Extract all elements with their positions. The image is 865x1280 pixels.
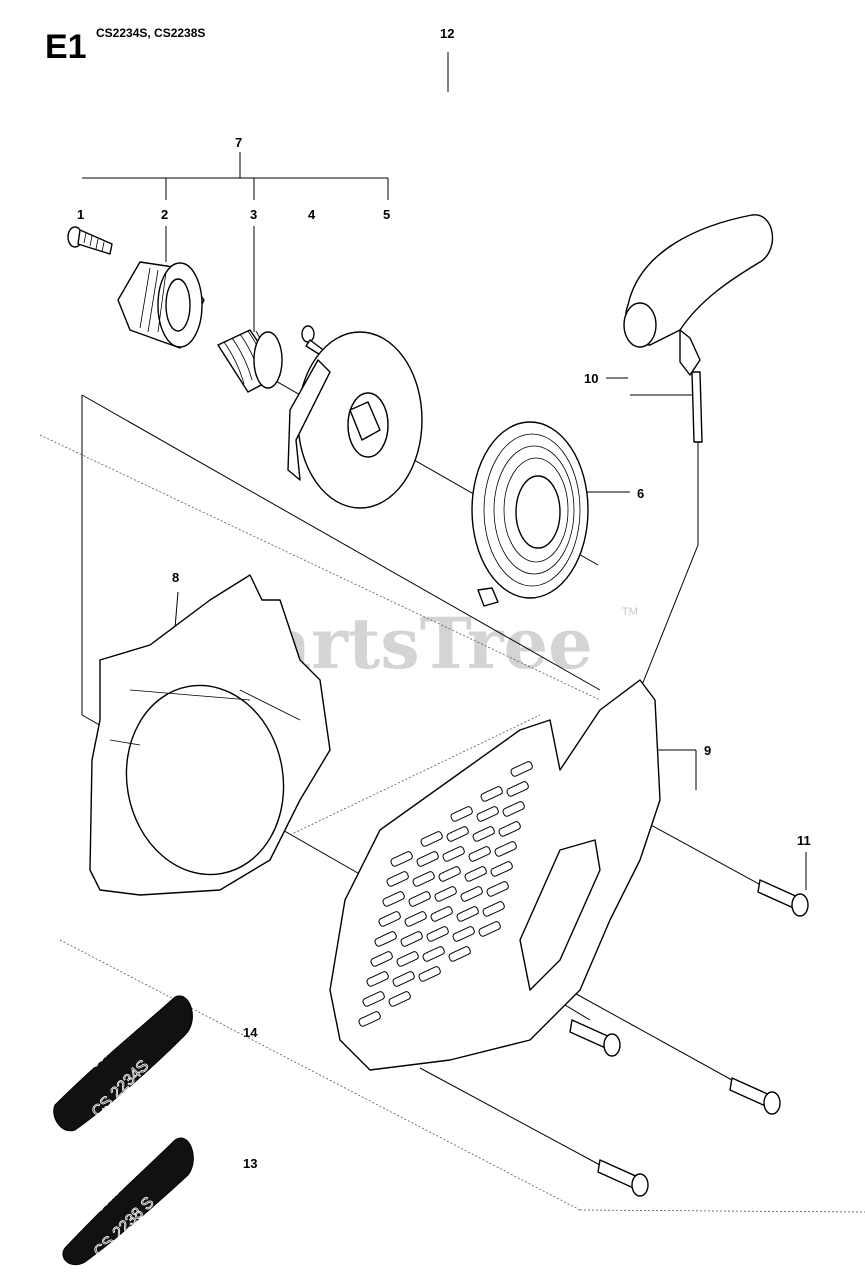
vent-slot bbox=[472, 826, 495, 842]
vent-slot bbox=[396, 951, 419, 967]
watermark-trademark: TM bbox=[622, 606, 638, 618]
vent-slot bbox=[416, 851, 439, 867]
callout-6: 6 bbox=[637, 486, 644, 501]
part-10-handle bbox=[623, 214, 774, 443]
part-11-screw-2 bbox=[569, 1019, 621, 1057]
vent-slot bbox=[476, 806, 499, 822]
callout-7: 7 bbox=[235, 135, 242, 150]
decal-14: Jonsered CS 2234S bbox=[53, 995, 193, 1132]
vent-slot bbox=[390, 851, 413, 867]
part-2-carrier bbox=[117, 261, 205, 349]
vent-slot bbox=[482, 901, 505, 917]
section-code: E1 bbox=[45, 28, 87, 66]
callout-12: 12 bbox=[440, 26, 454, 41]
vent-slot bbox=[412, 871, 435, 887]
callout-4: 4 bbox=[308, 207, 316, 222]
callout-10: 10 bbox=[584, 371, 598, 386]
part-6-spring-cassette bbox=[471, 421, 589, 607]
vent-slot bbox=[370, 951, 393, 967]
vent-slot bbox=[442, 846, 465, 862]
assembly-lines bbox=[39, 351, 865, 1213]
callout-5: 5 bbox=[383, 207, 390, 222]
vent-slot bbox=[456, 906, 479, 922]
callout-14: 14 bbox=[243, 1025, 258, 1040]
model-numbers: CS2234S, CS2238S bbox=[96, 26, 205, 40]
part-9-vents bbox=[358, 761, 533, 1027]
callout-8: 8 bbox=[172, 570, 179, 585]
callout-7-bracket bbox=[82, 152, 389, 200]
part-11-screw bbox=[757, 879, 809, 917]
part-11-screw-4 bbox=[597, 1159, 649, 1197]
vent-slot bbox=[450, 806, 473, 822]
callout-11: 11 bbox=[797, 833, 811, 848]
vent-slot bbox=[378, 911, 401, 927]
vent-slot bbox=[382, 891, 405, 907]
vent-slot bbox=[480, 786, 503, 802]
callout-1: 1 bbox=[77, 207, 84, 222]
vent-slot bbox=[490, 861, 513, 877]
vent-slot bbox=[464, 866, 487, 882]
vent-slot bbox=[460, 886, 483, 902]
callout-9: 9 bbox=[704, 743, 711, 758]
vent-slot bbox=[366, 971, 389, 987]
vent-slot bbox=[422, 946, 445, 962]
part-8-air-guide bbox=[89, 574, 331, 896]
callout-2: 2 bbox=[161, 207, 168, 222]
vent-slot bbox=[400, 931, 423, 947]
decal-13: Jonsered CS 2238 S bbox=[62, 1137, 194, 1266]
part-11-screw-3 bbox=[729, 1077, 781, 1115]
vent-slot bbox=[446, 826, 469, 842]
vent-slot bbox=[430, 906, 453, 922]
vent-slot bbox=[362, 991, 385, 1007]
vent-slot bbox=[404, 911, 427, 927]
part-5-pulley bbox=[287, 331, 423, 509]
vent-slot bbox=[452, 926, 475, 942]
vent-slot bbox=[374, 931, 397, 947]
part-1-screw bbox=[67, 226, 113, 255]
vent-slot bbox=[418, 966, 441, 982]
vent-slot bbox=[468, 846, 491, 862]
leader-lines bbox=[165, 52, 807, 890]
vent-slot bbox=[486, 881, 509, 897]
vent-slot bbox=[434, 886, 457, 902]
vent-slot bbox=[498, 821, 521, 837]
vent-slot bbox=[358, 1011, 381, 1027]
callout-13: 13 bbox=[243, 1156, 257, 1171]
callout-3: 3 bbox=[250, 207, 257, 222]
vent-slot bbox=[426, 926, 449, 942]
vent-slot bbox=[494, 841, 517, 857]
vent-slot bbox=[386, 871, 409, 887]
vent-slot bbox=[408, 891, 431, 907]
vent-slot bbox=[448, 946, 471, 962]
vent-slot bbox=[478, 921, 501, 937]
vent-slot bbox=[388, 991, 411, 1007]
vent-slot bbox=[502, 801, 525, 817]
vent-slot bbox=[392, 971, 415, 987]
vent-slot bbox=[510, 761, 533, 777]
vent-slot bbox=[506, 781, 529, 797]
vent-slot bbox=[420, 831, 443, 847]
part-3-spring bbox=[217, 329, 283, 393]
vent-slot bbox=[438, 866, 461, 882]
